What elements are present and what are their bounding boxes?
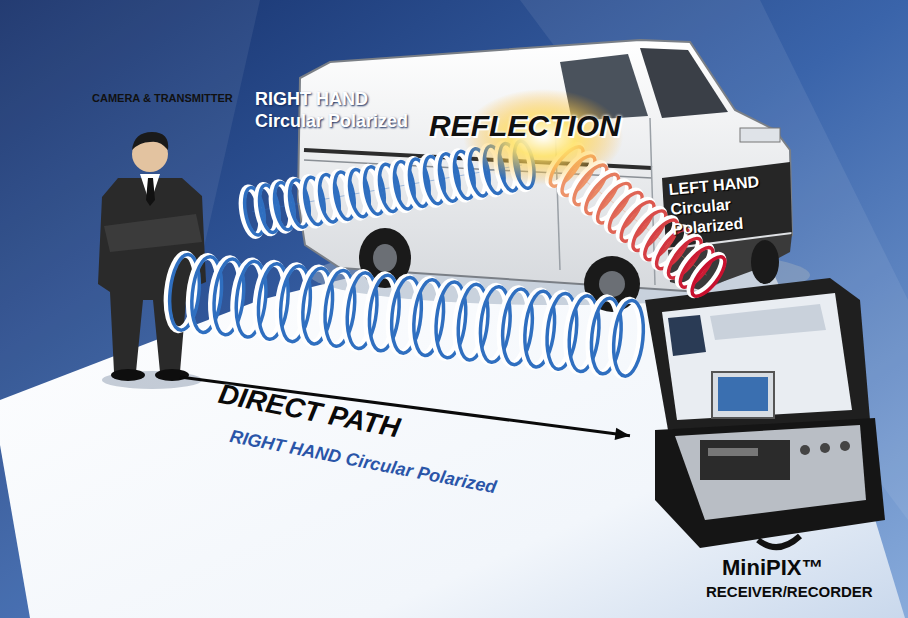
receiver-case-part: [758, 536, 800, 547]
van-illustration-part: [599, 271, 625, 297]
node-text: MiniPIX™: [722, 555, 823, 581]
receiver-node: MiniPIX™ RECEIVER/RECORDER: [630, 275, 885, 610]
edge-label: RIGHT HAND Circular Polarized: [255, 88, 430, 132]
node-text: REFLECTION: [429, 109, 621, 143]
node-text: CAMERA & TRANSMITTER: [92, 92, 233, 104]
receiver-case-part: [712, 372, 774, 418]
coil-ring: [687, 252, 731, 301]
receiver-case-part: [668, 315, 706, 356]
coil-ring: [610, 299, 646, 378]
transmitter-node: CAMERA & TRANSMITTER: [92, 92, 252, 377]
arrow-head: [615, 428, 630, 440]
man-figure-part: [111, 369, 145, 381]
receiver-case-part: [655, 418, 885, 548]
receiver-case-part: [675, 425, 866, 520]
receiver-case-part: [645, 278, 870, 430]
van-illustration-part: [740, 128, 780, 142]
man-figure-part: [104, 214, 202, 252]
van-illustration-part: [640, 48, 728, 118]
man-figure: [98, 132, 206, 389]
node-text: RECEIVER/RECORDER: [706, 583, 873, 600]
receiver-case-part: [662, 293, 852, 420]
receiver-case-part: [710, 304, 826, 340]
man-figure-part: [146, 178, 155, 206]
man-figure-part: [132, 132, 168, 150]
receiver-case-part: [800, 445, 810, 455]
receiver-case-part: [718, 377, 768, 411]
man-figure-part: [155, 369, 189, 381]
reflection-node: REFLECTION: [425, 95, 640, 165]
receiver-case-part: [840, 441, 850, 451]
van-illustration-part: [751, 240, 779, 284]
direct-path-coil: [164, 253, 647, 378]
receiver-case-part: [820, 443, 830, 453]
edge-label: LEFT HAND Circular Polarized: [668, 169, 803, 240]
receiver-case: [645, 278, 885, 548]
receiver-case-part: [708, 448, 758, 456]
van-illustration-part: [373, 244, 397, 272]
receiver-case-part: [700, 440, 790, 480]
